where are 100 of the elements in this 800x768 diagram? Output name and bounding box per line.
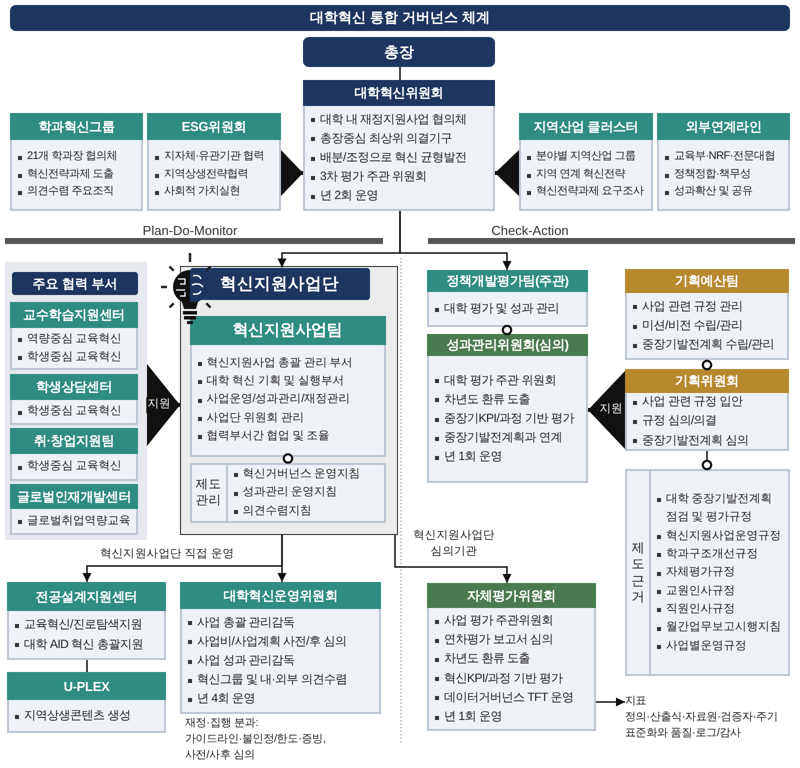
card-title: 취·창업지원팀 — [10, 428, 138, 454]
edge-label: 지원 — [146, 397, 172, 413]
list-item: 지자체·유관기관 협력 — [154, 148, 276, 166]
list-item: 년 1회 운영 — [434, 447, 583, 466]
org-card — [427, 583, 596, 731]
side-panel — [5, 262, 147, 540]
card-title: ESG위원회 — [147, 113, 281, 140]
card-title: 혁신지원사업팀 — [190, 316, 386, 344]
card-title: 자체평가위원회 — [427, 583, 596, 608]
org-box: 총장 — [303, 37, 495, 67]
list-item: 중장기KPI/과정 기반 평가 — [434, 408, 583, 428]
list-item: 대학 평가 주관 위원회 — [434, 370, 583, 390]
connector-line — [86, 660, 88, 672]
list-item: 글로벌취업역량교육 — [17, 512, 133, 530]
list-item: 중장기발전계획 수립/관리 — [632, 335, 784, 354]
list-item: 월간업무보고시행지침 — [656, 618, 785, 637]
list-item: 혁신전략과제 도출 — [17, 166, 138, 184]
group-frame — [180, 266, 398, 535]
list-item: 혁신지원사업운영규정 — [656, 526, 785, 545]
card-title: 학생상담센터 — [10, 374, 138, 400]
card-title: 학과혁신그룹 — [10, 113, 143, 140]
card-title: 외부연계라인 — [657, 113, 790, 140]
card-title: U-PLEX — [7, 672, 166, 700]
card-title: 기획위원회 — [625, 369, 789, 393]
list-item: 데이터거버넌스 TFT 운영 — [434, 688, 591, 707]
ring-connector — [282, 453, 294, 464]
section-label: Check-Action — [490, 223, 570, 238]
org-card — [190, 462, 386, 522]
arrow — [278, 535, 286, 582]
card-title: 전공설계지원센터 — [7, 582, 166, 611]
card-title: 지역산업 클러스터 — [519, 113, 653, 140]
list-item: 년 2회 운영 — [310, 186, 490, 206]
card-title: 대학혁신운영위원회 — [180, 582, 381, 609]
list-item: 배분/조정으로 혁신 균형발전 — [310, 148, 490, 168]
arrow — [399, 211, 512, 270]
list-item: 역량중심 교육혁신 — [17, 330, 133, 348]
list-item: 자체평가규정 — [656, 563, 785, 582]
list-item: 의견수렴 주요조직 — [17, 183, 138, 201]
list-item: 학생중심 교육혁신 — [17, 457, 133, 476]
list-item: 교원인사규정 — [656, 582, 785, 600]
note-text: 재정·집행 분과: 가이드라인·불인정/한도·증빙, 사전/사후 심의 — [185, 716, 327, 763]
org-card — [657, 113, 790, 211]
org-card — [625, 369, 789, 451]
list-item: 차년도 환류 도출 — [434, 649, 591, 668]
ring-connector — [702, 451, 712, 470]
list-item: 의견수렴지침 — [232, 502, 380, 520]
panel-title: 주요 협력 부서 — [12, 272, 138, 295]
chevron-arrow — [495, 150, 519, 196]
list-item: 성과확산 및 공유 — [664, 183, 785, 201]
card-title: 성과관리위원회(심의) — [427, 334, 588, 356]
list-item: 대학 중장기발전계획 점검 및 평가규정 — [656, 490, 785, 527]
list-item: 정책정합·책무성 — [664, 166, 785, 184]
list-item: 지역 연계 혁신전략 — [526, 166, 648, 184]
list-item: 교육부·NRF·전문대협 — [664, 148, 785, 166]
org-card — [7, 582, 166, 660]
list-item: 학생중심 교육혁신 — [17, 402, 133, 421]
list-item: 사업비/사업계획 사전/후 심의 — [187, 632, 376, 651]
list-item: 년 1회 운영 — [434, 706, 591, 726]
list-item: 사업 성과 관리감독 — [187, 650, 376, 670]
org-card — [625, 469, 790, 676]
ring-connector — [502, 324, 512, 336]
list-item: 사업단 위원회 관리 — [196, 408, 380, 428]
connector-line — [399, 67, 401, 80]
list-item: 직원인사규정 — [656, 600, 785, 618]
list-item: 학과구조개선규정 — [656, 544, 785, 564]
list-item: 연차평가 보고서 심의 — [434, 630, 591, 650]
list-item: 사업별운영규정 — [656, 636, 785, 656]
arrow — [394, 535, 512, 583]
org-card — [427, 270, 588, 327]
org-card — [7, 672, 166, 733]
arrow — [596, 698, 625, 706]
org-card — [10, 484, 138, 535]
org-card — [625, 269, 789, 360]
org-card — [10, 428, 138, 481]
list-item: 21개 학과장 협의체 — [17, 148, 138, 166]
title-bar: 대학혁신 통합 거버넌스 체계 — [10, 5, 790, 31]
list-item: 혁신지원사업 총괄 관리 부서 — [196, 354, 380, 372]
list-item: 규정 심의/의결 — [632, 411, 784, 431]
card-title: 글로벌인재개발센터 — [10, 484, 138, 509]
list-item: 혁신전략과제 요구조사 — [526, 183, 648, 201]
list-item: 대학 내 재정지원사업 협의체 — [310, 110, 490, 129]
list-item: 혁신거버넌스 운영지침 — [232, 464, 380, 484]
org-card — [10, 113, 143, 211]
org-card — [519, 113, 653, 211]
list-item: 대학 혁신 기획 및 실행부서 — [196, 372, 380, 390]
org-card — [427, 334, 588, 483]
list-item: 미션/비전 수립/관리 — [632, 316, 784, 336]
list-item: 중장기발전계획과 연계 — [434, 428, 583, 448]
org-card — [10, 374, 138, 425]
list-item: 혁신그룹 및 내·외부 의견수렴 — [187, 670, 376, 690]
list-item: 협력부서간 협업 및 조율 — [196, 427, 380, 446]
list-item: 사회적 가치실현 — [154, 183, 276, 201]
list-item: 차년도 환류 도출 — [434, 390, 583, 409]
list-item: 지역상생콘텐츠 생성 — [14, 706, 161, 726]
side-label: 제도근거 — [632, 540, 644, 605]
list-item: 분야별 지역산업 그룹 — [526, 148, 648, 166]
list-item: 대학 평가 및 성과 관리 — [434, 298, 583, 318]
note-text: 정의·산출식·자료원·검증자·주기 표준화와 품질·로그/감사 — [625, 710, 779, 741]
org-card — [147, 113, 281, 211]
list-item: 총장중심 최상위 의결기구 — [310, 128, 490, 148]
